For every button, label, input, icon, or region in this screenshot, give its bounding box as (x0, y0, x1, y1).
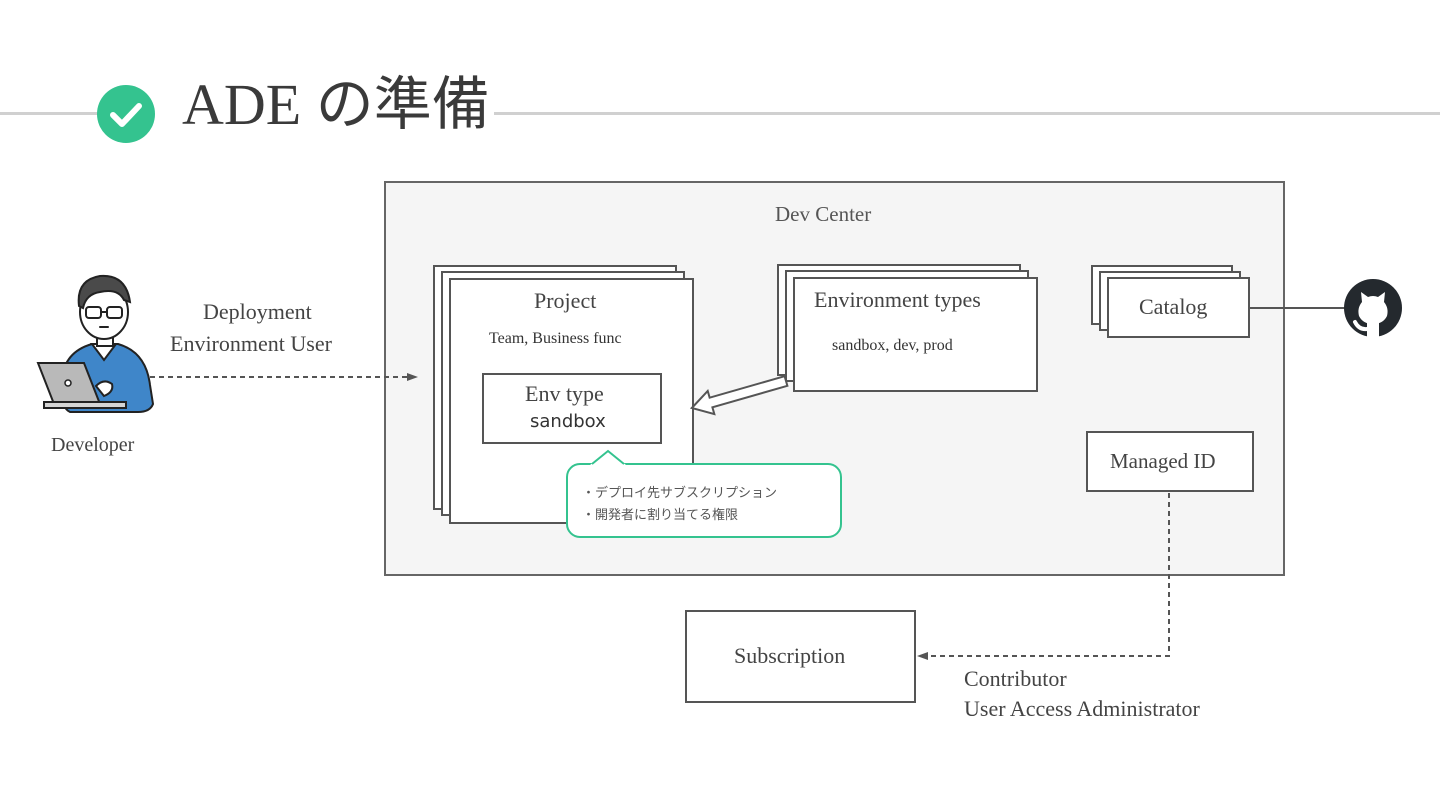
project-title: Project (534, 288, 597, 313)
roles-line-1: Contributor (964, 666, 1067, 691)
managed-id-label: Managed ID (1110, 449, 1216, 473)
managed-id-arrowhead (917, 652, 928, 660)
managed-id-arrow (926, 493, 1170, 657)
developer-person-icon (36, 274, 155, 413)
actor-role-line-2: Environment User (170, 331, 332, 356)
managed-id-box (1086, 431, 1254, 492)
env-type-box (482, 373, 662, 444)
actor-role-line-1: Deployment (203, 299, 312, 324)
callout-tail-outline (591, 449, 625, 465)
header-rule-right (490, 112, 1440, 115)
header-rule-left (0, 112, 100, 115)
check-circle-icon (97, 85, 155, 143)
env-type-title: Env type (525, 381, 604, 406)
environment-types-card (793, 277, 1038, 392)
roles-line-2: User Access Administrator (964, 696, 1200, 721)
dev-center-label: Dev Center (775, 202, 872, 226)
github-icon (1344, 279, 1402, 337)
environment-types-title: Environment types (814, 287, 981, 312)
callout-line-1: ・デプロイ先サブスクリプション (582, 486, 778, 501)
callout-tail (590, 451, 626, 465)
developer-label: Developer (51, 434, 135, 456)
env-type-arrow (689, 374, 789, 416)
environment-types-values: sandbox, dev, prod (832, 337, 953, 354)
callout-bubble (566, 463, 842, 538)
subscription-box (685, 610, 916, 703)
env-type-value: sandbox (530, 411, 606, 432)
catalog-label: Catalog (1139, 294, 1208, 319)
page-title: ADE の準備 (178, 70, 494, 140)
callout-line-2: ・開発者に割り当てる権限 (582, 508, 739, 523)
subscription-label: Subscription (734, 643, 846, 668)
developer-arrowhead (407, 373, 418, 381)
catalog-card (1107, 277, 1250, 338)
project-subtitle: Team, Business func (489, 330, 622, 347)
